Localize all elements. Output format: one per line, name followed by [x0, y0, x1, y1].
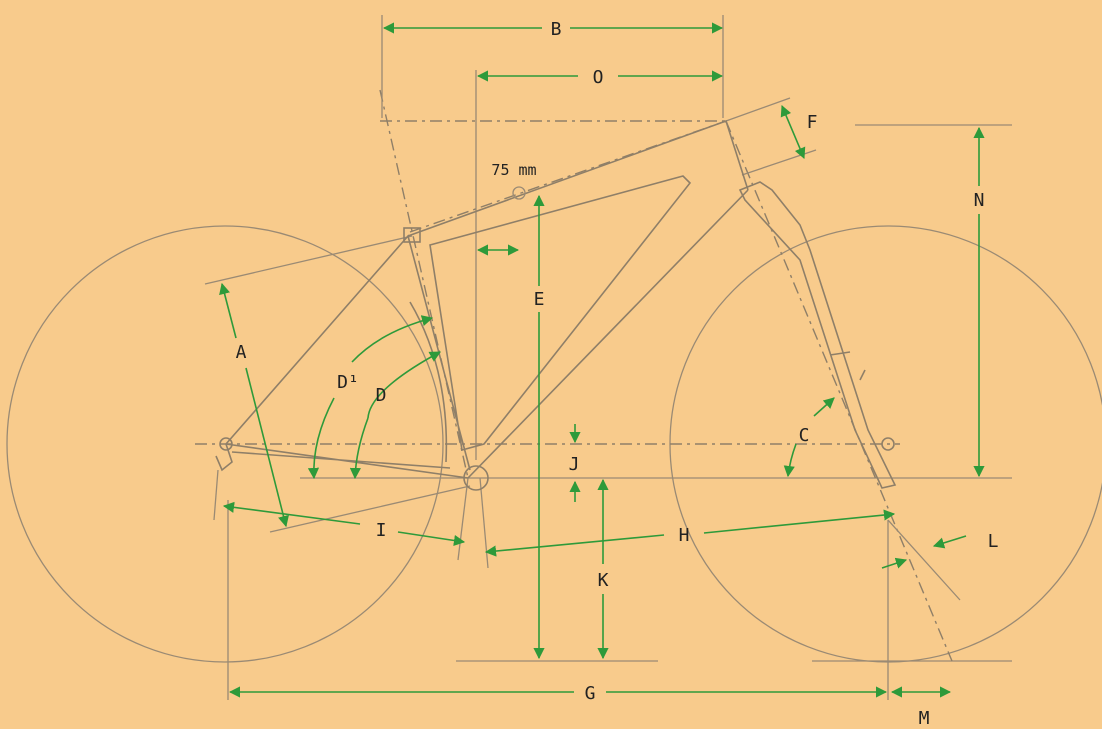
label-h: H	[679, 525, 690, 546]
saddle-ref-point	[512, 186, 526, 200]
label-a: A	[236, 342, 247, 363]
label-d1: D¹	[337, 372, 359, 393]
fork	[738, 181, 897, 489]
dim-c-arc	[783, 443, 797, 478]
dim-i-left	[222, 501, 361, 525]
label-d: D	[376, 385, 387, 406]
label-j: J	[569, 454, 580, 475]
label-e: E	[534, 289, 545, 310]
dim-a-top	[219, 282, 237, 339]
label-k: K	[598, 570, 609, 591]
dim-l-offset	[881, 557, 908, 569]
dropout-rear	[215, 443, 233, 472]
label-o: O	[593, 67, 604, 88]
head-tube-axis	[725, 120, 953, 662]
dim-d-arc	[367, 351, 441, 419]
front-wheel	[669, 225, 1102, 663]
dim-d-arc-lower	[349, 417, 369, 480]
seatstay-extension	[204, 235, 413, 285]
rear-wheel-stub	[213, 469, 219, 521]
dim-d1-arc	[351, 315, 434, 363]
rear-axle	[219, 437, 233, 451]
label-l: L	[988, 531, 999, 552]
rear-wheel	[6, 225, 444, 663]
label-b: B	[551, 19, 562, 40]
rear-tire-arc	[409, 301, 448, 463]
seat-clamp	[403, 227, 421, 243]
dim-h-right	[703, 509, 896, 534]
label-n: N	[974, 190, 985, 211]
label-i: I	[376, 520, 387, 541]
label-m: M	[919, 708, 930, 729]
dim-l	[932, 535, 967, 549]
dim-a-bottom	[245, 367, 289, 528]
dim-f	[780, 104, 806, 160]
fork-offset-line	[887, 519, 961, 601]
front-axle	[881, 437, 895, 451]
bottom-bracket	[463, 465, 489, 491]
label-f: F	[807, 112, 818, 133]
dim-c-top	[813, 397, 835, 417]
ht-top-line	[725, 97, 791, 122]
ht-bottom-line	[741, 149, 817, 176]
dim-d1-arc-lower	[307, 397, 335, 480]
crank-right-line	[479, 477, 489, 569]
dim-h-left	[484, 534, 665, 557]
label-c: C	[799, 425, 810, 446]
chainstay-extension	[269, 485, 471, 533]
label-g: G	[585, 683, 596, 704]
frame-outline	[225, 119, 749, 479]
label-75mm: 75 mm	[491, 161, 536, 179]
crank-left-line	[457, 477, 469, 561]
dim-i-right	[397, 531, 466, 547]
seat-tube-extension	[379, 89, 469, 479]
